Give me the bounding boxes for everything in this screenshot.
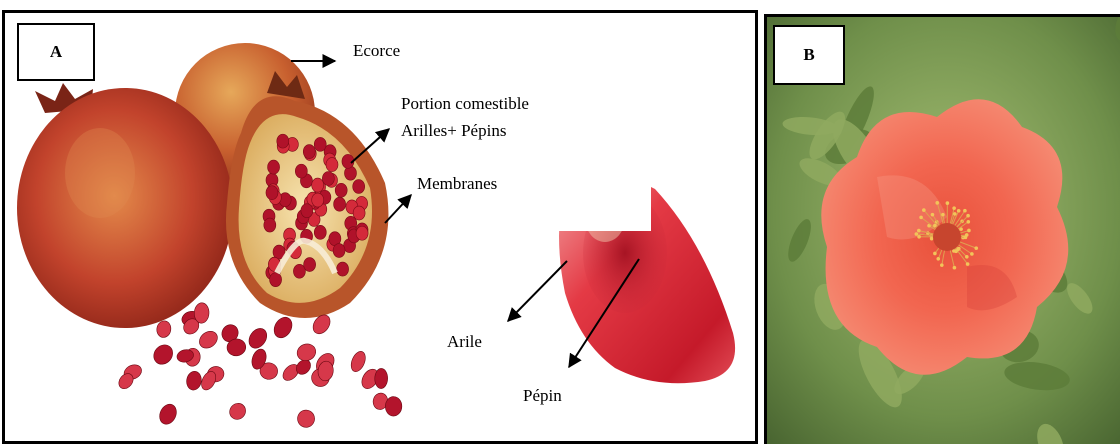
label-membranes: Membranes: [417, 173, 497, 195]
label-mask: [414, 208, 524, 236]
panel-b: B: [764, 14, 1120, 444]
label-ecorce: Ecorce: [353, 40, 400, 62]
label-pepin: Pépin: [523, 385, 562, 407]
panel-a: A Ecorce Portion comestible Arilles+ Pép…: [2, 10, 758, 444]
fruit-illustration: [5, 13, 758, 444]
arrow-membranes: [385, 195, 411, 223]
label-arile: Arile: [447, 331, 482, 353]
panel-a-tag: A: [17, 23, 95, 81]
label-arilles-pepins: Arilles+ Pépins: [401, 120, 506, 142]
label-portion-comestible: Portion comestible: [401, 93, 529, 115]
arrow-arile: [508, 261, 567, 321]
label-mask: [539, 163, 651, 231]
panel-b-tag: B: [773, 25, 845, 85]
